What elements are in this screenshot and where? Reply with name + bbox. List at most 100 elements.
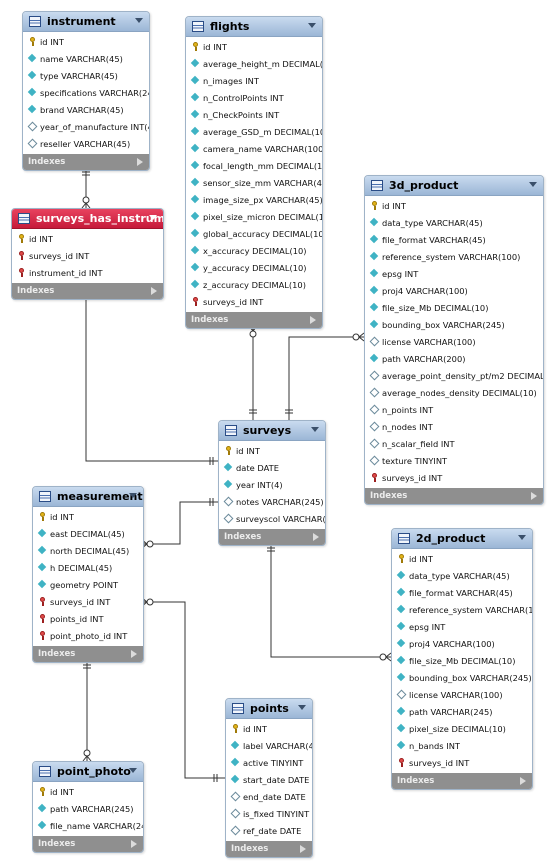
- column-row[interactable]: id INT: [392, 550, 532, 567]
- column-row[interactable]: type VARCHAR(45): [23, 67, 149, 84]
- expand-arrow-icon[interactable]: [310, 316, 316, 324]
- expand-arrow-icon[interactable]: [313, 533, 319, 541]
- column-row[interactable]: n_points INT: [365, 401, 543, 418]
- column-row[interactable]: id INT: [226, 720, 312, 737]
- column-row[interactable]: n_images INT: [186, 72, 322, 89]
- column-row[interactable]: surveys_id INT: [392, 754, 532, 771]
- column-row[interactable]: path VARCHAR(245): [392, 703, 532, 720]
- column-row[interactable]: id INT: [23, 33, 149, 50]
- table-header-point-photo[interactable]: point_photo: [33, 762, 143, 782]
- expand-arrow-icon[interactable]: [531, 492, 537, 500]
- column-row[interactable]: ref_date DATE: [226, 822, 312, 839]
- column-row[interactable]: epsg INT: [365, 265, 543, 282]
- column-row[interactable]: bounding_box VARCHAR(245): [392, 669, 532, 686]
- expand-arrow-icon[interactable]: [131, 650, 137, 658]
- expand-arrow-icon[interactable]: [137, 158, 143, 166]
- column-row[interactable]: start_date DATE: [226, 771, 312, 788]
- column-row[interactable]: camera_name VARCHAR(100): [186, 140, 322, 157]
- column-row[interactable]: data_type VARCHAR(45): [365, 214, 543, 231]
- column-row[interactable]: focal_length_mm DECIMAL(100): [186, 157, 322, 174]
- collapse-chevron-icon[interactable]: [298, 705, 306, 710]
- column-row[interactable]: proj4 VARCHAR(100): [365, 282, 543, 299]
- column-row[interactable]: surveys_id INT: [33, 593, 143, 610]
- column-row[interactable]: pixel_size DECIMAL(10): [392, 720, 532, 737]
- column-row[interactable]: reseller VARCHAR(45): [23, 135, 149, 152]
- column-row[interactable]: proj4 VARCHAR(100): [392, 635, 532, 652]
- column-row[interactable]: label VARCHAR(45): [226, 737, 312, 754]
- column-row[interactable]: specifications VARCHAR(245): [23, 84, 149, 101]
- column-row[interactable]: n_scalar_field INT: [365, 435, 543, 452]
- column-row[interactable]: year INT(4): [219, 476, 325, 493]
- collapse-chevron-icon[interactable]: [135, 18, 143, 23]
- column-row[interactable]: average_point_density_pt/m2 DECIMAL(10): [365, 367, 543, 384]
- collapse-chevron-icon[interactable]: [518, 535, 526, 540]
- column-row[interactable]: id INT: [219, 442, 325, 459]
- column-row[interactable]: date DATE: [219, 459, 325, 476]
- column-row[interactable]: n_bands INT: [392, 737, 532, 754]
- indexes-section-point-photo[interactable]: Indexes: [33, 836, 143, 852]
- column-row[interactable]: license VARCHAR(100): [392, 686, 532, 703]
- column-row[interactable]: global_accuracy DECIMAL(10): [186, 225, 322, 242]
- column-row[interactable]: notes VARCHAR(245): [219, 493, 325, 510]
- column-row[interactable]: y_accuracy DECIMAL(10): [186, 259, 322, 276]
- indexes-section-points[interactable]: Indexes: [226, 841, 312, 857]
- column-row[interactable]: is_fixed TINYINT: [226, 805, 312, 822]
- collapse-chevron-icon[interactable]: [529, 182, 537, 187]
- column-row[interactable]: east DECIMAL(45): [33, 525, 143, 542]
- column-row[interactable]: texture TINYINT: [365, 452, 543, 469]
- column-row[interactable]: file_size_Mb DECIMAL(10): [392, 652, 532, 669]
- column-row[interactable]: surveys_id INT: [365, 469, 543, 486]
- column-row[interactable]: path VARCHAR(200): [365, 350, 543, 367]
- column-row[interactable]: id INT: [12, 230, 163, 247]
- column-row[interactable]: name VARCHAR(45): [23, 50, 149, 67]
- column-row[interactable]: reference_system VARCHAR(100): [365, 248, 543, 265]
- column-row[interactable]: points_id INT: [33, 610, 143, 627]
- column-row[interactable]: pixel_size_micron DECIMAL(10): [186, 208, 322, 225]
- column-row[interactable]: north DECIMAL(45): [33, 542, 143, 559]
- column-row[interactable]: point_photo_id INT: [33, 627, 143, 644]
- column-row[interactable]: n_ControlPoints INT: [186, 89, 322, 106]
- column-row[interactable]: file_format VARCHAR(45): [392, 584, 532, 601]
- collapse-chevron-icon[interactable]: [308, 23, 316, 28]
- column-row[interactable]: epsg INT: [392, 618, 532, 635]
- table-header-3d-product[interactable]: 3d_product: [365, 176, 543, 196]
- table-header-surveys[interactable]: surveys: [219, 421, 325, 441]
- column-row[interactable]: file_format VARCHAR(45): [365, 231, 543, 248]
- column-row[interactable]: active TINYINT: [226, 754, 312, 771]
- column-row[interactable]: bounding_box VARCHAR(245): [365, 316, 543, 333]
- column-row[interactable]: surveyscol VARCHAR(45): [219, 510, 325, 527]
- column-row[interactable]: x_accuracy DECIMAL(10): [186, 242, 322, 259]
- column-row[interactable]: file_name VARCHAR(245): [33, 817, 143, 834]
- column-row[interactable]: file_size_Mb DECIMAL(10): [365, 299, 543, 316]
- column-row[interactable]: geometry POINT: [33, 576, 143, 593]
- table-header-measurements[interactable]: measurements: [33, 487, 143, 507]
- column-row[interactable]: z_accuracy DECIMAL(10): [186, 276, 322, 293]
- column-row[interactable]: reference_system VARCHAR(100): [392, 601, 532, 618]
- column-row[interactable]: surveys_id INT: [186, 293, 322, 310]
- expand-arrow-icon[interactable]: [300, 845, 306, 853]
- indexes-section-instrument[interactable]: Indexes: [23, 154, 149, 170]
- column-row[interactable]: id INT: [33, 508, 143, 525]
- indexes-section-surveys[interactable]: Indexes: [219, 529, 325, 545]
- column-row[interactable]: instrument_id INT: [12, 264, 163, 281]
- table-header-flights[interactable]: flights: [186, 17, 322, 37]
- column-row[interactable]: average_height_m DECIMAL(10): [186, 55, 322, 72]
- table-header-2d-product[interactable]: 2d_product: [392, 529, 532, 549]
- column-row[interactable]: id INT: [186, 38, 322, 55]
- column-row[interactable]: license VARCHAR(100): [365, 333, 543, 350]
- indexes-section-surveys-has-instrument[interactable]: Indexes: [12, 283, 163, 299]
- column-row[interactable]: sensor_size_mm VARCHAR(45): [186, 174, 322, 191]
- column-row[interactable]: n_nodes INT: [365, 418, 543, 435]
- collapse-chevron-icon[interactable]: [129, 768, 137, 773]
- column-row[interactable]: path VARCHAR(245): [33, 800, 143, 817]
- column-row[interactable]: image_size_px VARCHAR(45): [186, 191, 322, 208]
- table-header-instrument[interactable]: instrument: [23, 12, 149, 32]
